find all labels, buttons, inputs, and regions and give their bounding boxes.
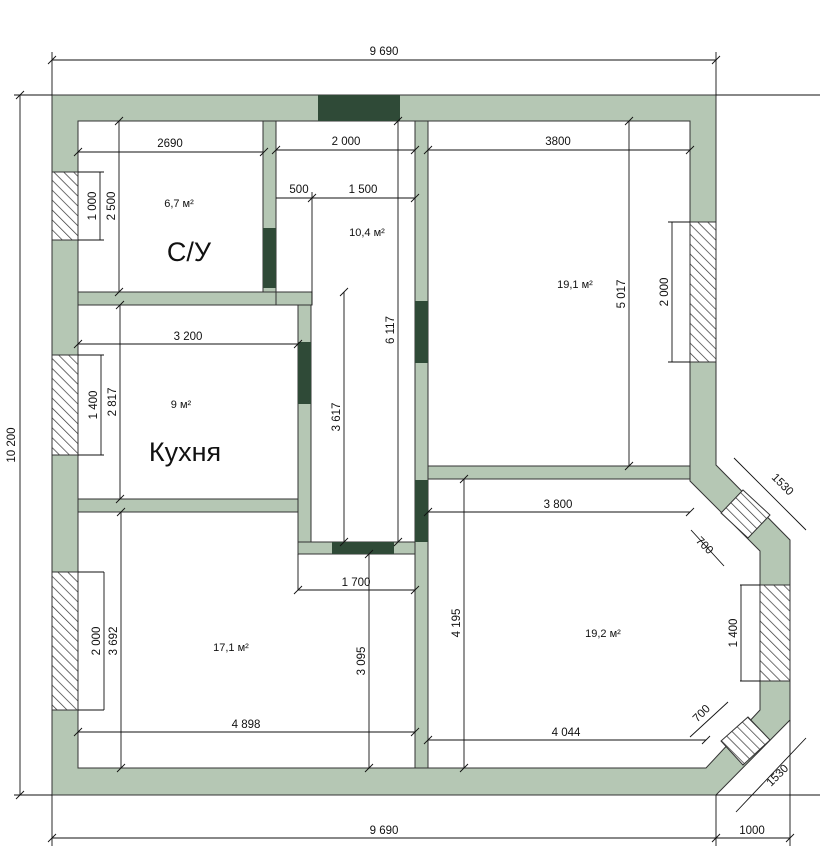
wall-bedroom1-bottom	[427, 465, 691, 480]
dim-wc-window: 1 000	[87, 192, 99, 221]
dim-living-bottom-width: 4 044	[552, 727, 581, 739]
dim-bed1-width: 3800	[545, 136, 571, 148]
wall-kitchen-bottom	[77, 498, 299, 513]
kitchen-area: 9 м²	[171, 399, 192, 411]
window-bay-side	[759, 584, 791, 682]
window-bay-top	[720, 489, 771, 539]
walls	[51, 94, 791, 796]
dim-bottom-extra: 1000	[739, 825, 765, 837]
dim-bottom-total: 9 690	[370, 825, 399, 837]
dim-bay-bottom-window: 700	[691, 703, 713, 725]
door-entrance	[318, 95, 400, 121]
wc-area: 6,7 м²	[164, 198, 194, 210]
dim-bed3-height: 3 692	[108, 627, 120, 656]
wall-central	[414, 120, 429, 769]
dim-left-total: 10 200	[6, 427, 18, 462]
dim-bay-top-len: 1530	[769, 472, 796, 499]
door-corridor-bottom	[332, 542, 394, 554]
windows	[51, 171, 791, 766]
dim-top-total: 9 690	[370, 46, 399, 58]
door-kitchen	[298, 342, 311, 404]
doors	[263, 95, 428, 554]
door-living	[415, 480, 428, 542]
wall-hall-left-top	[275, 291, 313, 306]
dim-bay-top-window: 700	[693, 535, 715, 557]
dim-hall-width: 2 000	[332, 136, 361, 148]
dim-bay-bottom-len: 1530	[765, 763, 792, 790]
window-bedroom3	[51, 571, 79, 711]
window-kitchen	[51, 354, 79, 456]
door-wc	[263, 228, 276, 288]
dim-bed3-width: 4 898	[232, 719, 261, 731]
dim-kitchen-width: 3 200	[174, 331, 203, 343]
bedroom3-area: 17,1 м²	[213, 642, 249, 654]
dim-bed3-window: 2 000	[91, 627, 103, 656]
dim-kitchen-height: 2 817	[107, 388, 119, 417]
dim-hall-height: 6 117	[385, 316, 397, 344]
dim-living-width: 3 800	[544, 499, 573, 511]
dim-bay-window: 1 400	[728, 619, 740, 648]
dim-hall-inner-width: 1 500	[349, 184, 378, 196]
dim-corridor-height: 3 617	[331, 403, 343, 432]
door-bedroom1	[415, 301, 428, 363]
dim-kitchen-window: 1 400	[88, 391, 100, 420]
bedroom1-area: 19,1 м²	[557, 279, 593, 291]
dimension-labels: 9 690 9 690 1000 10 200 2690 2 000 500 1…	[6, 46, 795, 837]
dim-corridor-width: 1 700	[342, 577, 371, 589]
hall-area: 10,4 м²	[349, 227, 385, 239]
room-labels: 6,7 м² С/У 10,4 м² 19,1 м² 9 м² Кухня 17…	[149, 198, 621, 654]
dim-hall-door-offset: 500	[289, 184, 308, 196]
dim-wc-width: 2690	[157, 138, 183, 150]
dim-bed1-window: 2 000	[659, 278, 671, 307]
wall-wc-bottom	[77, 291, 299, 306]
window-wc	[51, 171, 79, 241]
window-bay-bottom	[720, 716, 771, 766]
dim-living-height: 4 195	[451, 609, 463, 638]
window-bedroom1	[689, 221, 717, 363]
wc-name: С/У	[167, 237, 212, 267]
kitchen-name: Кухня	[149, 437, 221, 467]
dim-wc-height: 2 500	[106, 192, 118, 221]
dim-room3-height: 3 095	[356, 647, 368, 676]
dimension-lines	[14, 52, 820, 846]
living-area: 19,2 м²	[585, 628, 621, 640]
dim-bed1-height: 5 017	[616, 280, 628, 309]
